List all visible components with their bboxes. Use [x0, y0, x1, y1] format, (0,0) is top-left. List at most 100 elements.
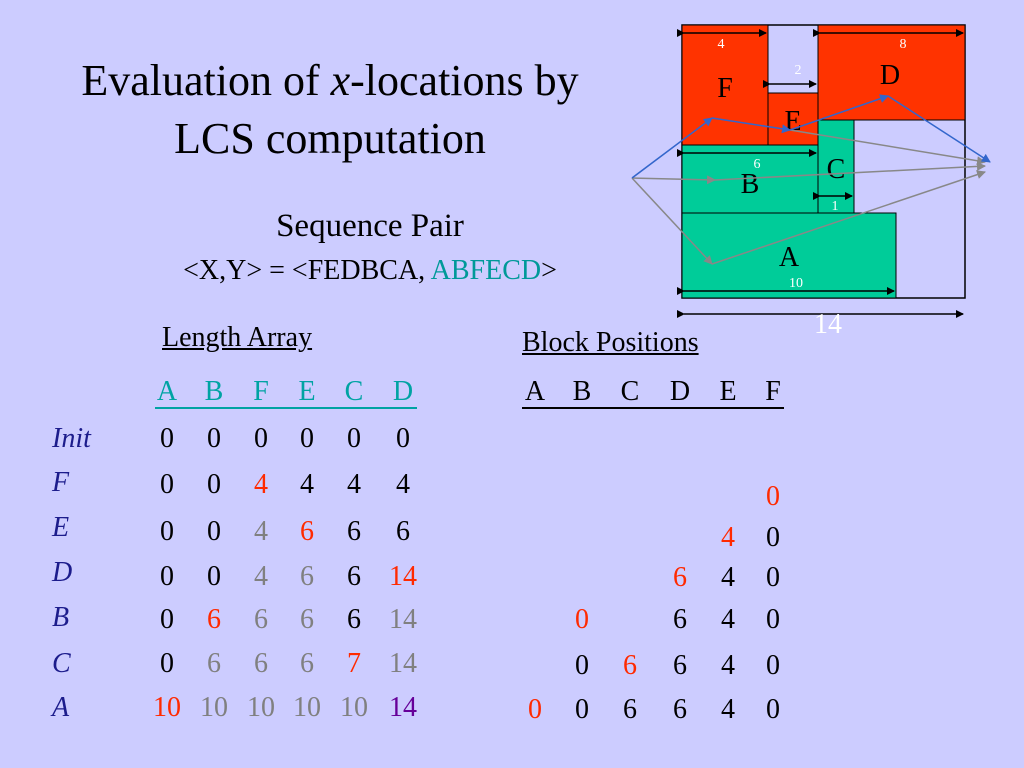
width-label-B: 6	[754, 157, 761, 172]
length-array-col-header: C	[344, 376, 364, 407]
block-position-cell: 0	[766, 481, 780, 512]
length-array-cell: 6	[300, 561, 314, 592]
length-array-col-header: A	[156, 376, 178, 407]
length-array-columns-underline	[155, 407, 417, 409]
block-position-cell: 6	[673, 694, 687, 725]
seq-arrow-gray-3	[711, 170, 986, 265]
length-array-cell: 6	[347, 604, 361, 635]
sequence-y: ABFECD	[430, 255, 542, 286]
length-array-heading: Length Array	[162, 322, 313, 353]
length-array-cell: 6	[254, 648, 268, 679]
block-position-cell: 4	[721, 650, 735, 681]
block-position-cell: 0	[766, 650, 780, 681]
width-label-C: 1	[832, 199, 839, 214]
length-array-cell: 10	[340, 692, 368, 723]
width-label-D: 8	[900, 37, 907, 52]
block-positions-col-header: C	[620, 376, 640, 407]
length-array-cell: 10	[153, 692, 181, 723]
seq-arrow-gray-5	[789, 129, 986, 166]
length-array-cell: 0	[300, 423, 314, 454]
length-array-cell: 0	[160, 423, 174, 454]
row-label: A	[52, 692, 70, 723]
length-array-cell: 0	[207, 516, 221, 547]
seq-arrow-gray-1	[631, 177, 713, 265]
block-positions-col-header: E	[719, 376, 737, 407]
block-position-cell: 0	[766, 604, 780, 635]
title-prefix: Evaluation of	[81, 56, 331, 105]
length-array-cell: 0	[160, 648, 174, 679]
seq-arrow-gray-4	[714, 161, 986, 181]
block-position-cell: 6	[673, 650, 687, 681]
title-variable: x	[330, 56, 351, 105]
block-label-A: A	[779, 242, 800, 273]
length-array-cell: 6	[347, 561, 361, 592]
length-array-cell: 4	[396, 469, 410, 500]
block-position-cell: 6	[673, 562, 687, 593]
length-array-cell: 0	[160, 516, 174, 547]
row-label: E	[52, 512, 70, 543]
title-line2: LCS computation	[174, 114, 486, 163]
row-label: D	[52, 557, 73, 588]
block-position-cell: 4	[721, 604, 735, 635]
length-array-cell: 0	[207, 561, 221, 592]
length-array-cell: 0	[160, 561, 174, 592]
block-position-cell: 0	[575, 694, 589, 725]
seq-arrow-gray-2	[631, 175, 716, 185]
block-label-F: F	[717, 73, 733, 104]
length-array-cell: 6	[207, 604, 221, 635]
length-array-cell: 10	[293, 692, 321, 723]
block-D	[817, 24, 966, 121]
seq-arrow-blue-4	[887, 95, 991, 163]
block-label-B: B	[741, 169, 760, 200]
block-position-cell: 6	[623, 650, 637, 681]
block-positions-col-header: F	[765, 376, 781, 407]
block-positions-col-header: D	[669, 376, 691, 407]
width-label-F: 4	[718, 37, 725, 52]
length-array-cell: 0	[160, 469, 174, 500]
length-array-cell: 0	[160, 604, 174, 635]
slide-title: Evaluation of x-locations by LCS computa…	[20, 52, 640, 168]
length-array-cell: 14	[389, 604, 417, 635]
block-label-C: C	[827, 154, 846, 185]
length-array-cell: 6	[300, 604, 314, 635]
length-array-col-header: D	[392, 376, 414, 407]
length-array-cell: 4	[300, 469, 314, 500]
length-array-cell: 0	[207, 423, 221, 454]
block-position-cell: 0	[766, 562, 780, 593]
seq-arrow-blue-2	[711, 117, 791, 134]
block-position-cell: 6	[673, 604, 687, 635]
length-array-cell: 6	[347, 516, 361, 547]
subtitle: Sequence Pair	[276, 208, 464, 244]
block-A	[681, 212, 897, 299]
width-label-E: 2	[795, 63, 802, 78]
length-array-cell: 6	[300, 648, 314, 679]
row-label: C	[52, 648, 71, 679]
length-array-col-header: F	[253, 376, 269, 407]
length-array-col-header: B	[204, 376, 224, 407]
sequence-lhs: <X,Y> = <FEDBCA,	[183, 255, 431, 286]
block-position-cell: 0	[528, 694, 542, 725]
length-array-cell: 0	[207, 469, 221, 500]
block-position-cell: 0	[766, 522, 780, 553]
sequence-close: >	[541, 255, 557, 286]
block-position-cell: 6	[623, 694, 637, 725]
length-array-cell: 4	[254, 469, 268, 500]
block-positions-col-header: A	[524, 376, 546, 407]
length-array-cell: 0	[254, 423, 268, 454]
length-array-cell: 14	[389, 561, 417, 592]
row-label: B	[52, 602, 70, 633]
block-position-cell: 4	[721, 522, 735, 553]
block-position-cell: 4	[721, 694, 735, 725]
block-position-cell: 0	[766, 694, 780, 725]
title-suffix: -locations by	[350, 56, 579, 105]
block-positions-columns-underline	[522, 407, 784, 409]
length-array-cell: 6	[207, 648, 221, 679]
block-label-D: D	[880, 60, 900, 91]
length-array-col-header: E	[298, 376, 316, 407]
length-array-cell: 14	[389, 692, 417, 723]
width-label-A: 10	[789, 276, 803, 291]
length-array-cell: 7	[347, 648, 361, 679]
length-array-cell: 6	[300, 516, 314, 547]
block-positions-heading: Block Positions	[522, 327, 699, 358]
